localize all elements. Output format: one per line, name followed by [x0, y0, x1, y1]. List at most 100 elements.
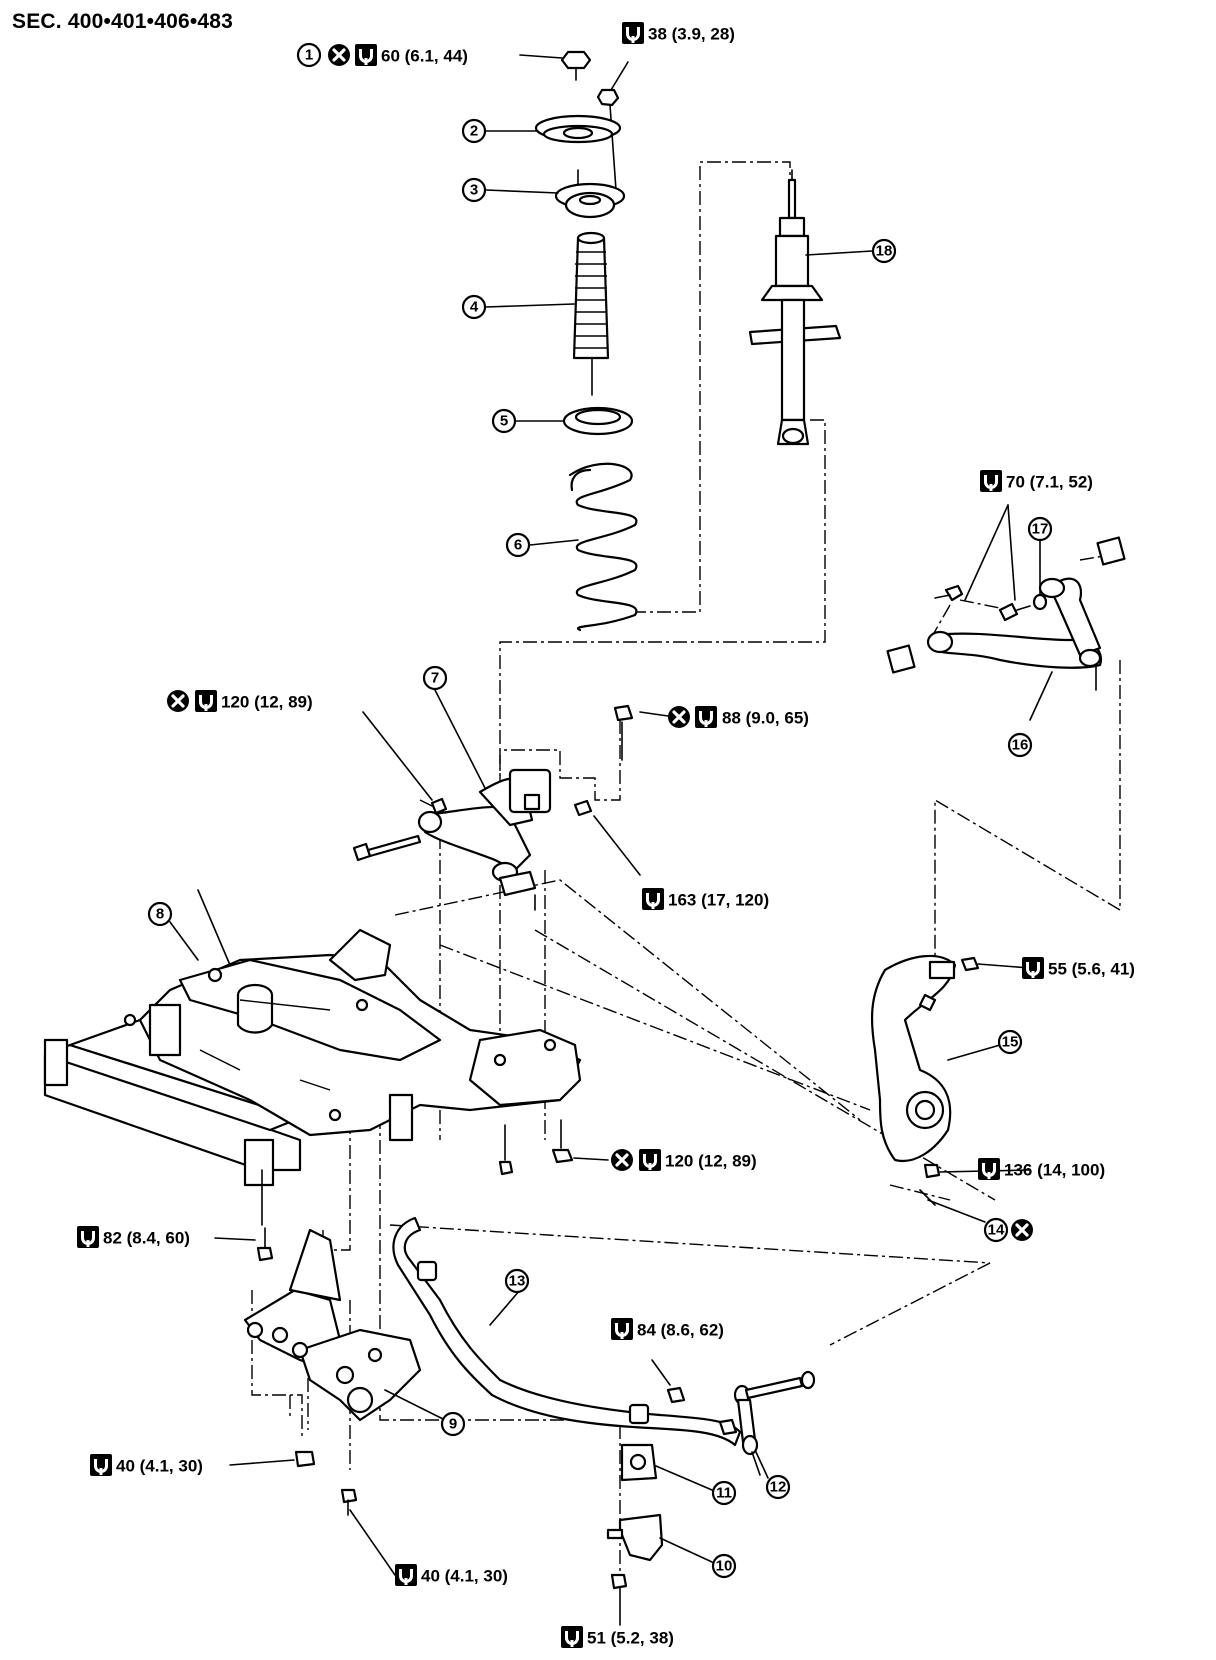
clamp-bolt — [610, 1573, 628, 1590]
torque-spec-7: 55 (5.6, 41) — [1022, 957, 1135, 979]
callout-11: 11 — [711, 1480, 737, 1506]
stabilizer-bar — [392, 1216, 742, 1447]
callout-13: 13 — [504, 1268, 530, 1294]
upper-link-bolt-left — [934, 584, 964, 602]
torque-wrench-icon — [1022, 957, 1044, 979]
torque-wrench-icon — [395, 1564, 417, 1586]
svg-text:1: 1 — [305, 47, 313, 64]
callout-8: 8 — [147, 901, 199, 961]
callout-10: 10 — [711, 1553, 737, 1579]
torque-spec-4: 88 (9.0, 65) — [666, 704, 809, 730]
bound-bumper — [572, 231, 610, 396]
torque-wrench-icon — [695, 706, 717, 728]
callout-7: 7 — [422, 665, 448, 691]
do-not-reuse-x-icon — [1009, 1217, 1035, 1243]
torque-wrench-icon — [355, 44, 377, 66]
torque-wrench-icon — [639, 1149, 661, 1171]
coil-spring — [568, 462, 638, 632]
torque-wrench-icon — [622, 22, 644, 44]
strut-mount-bearing — [554, 169, 626, 219]
torque-spec-2: 38 (3.9, 28) — [622, 22, 735, 44]
lower-link-bolt — [352, 834, 422, 862]
torque-spec-3: 120 (12, 89) — [165, 688, 313, 714]
do-not-reuse-x-icon — [326, 42, 352, 68]
member-nut-rear — [551, 1148, 574, 1164]
svg-text:17: 17 — [1032, 521, 1049, 538]
svg-text:8: 8 — [156, 906, 164, 923]
torque-wrench-icon — [77, 1226, 99, 1248]
svg-text:13: 13 — [509, 1273, 526, 1290]
do-not-reuse-x-icon — [666, 704, 692, 730]
svg-text:40 (4.1, 30): 40 (4.1, 30) — [116, 1457, 203, 1476]
torque-spec-10: 82 (8.4, 60) — [77, 1226, 190, 1248]
do-not-reuse-14 — [1009, 1217, 1035, 1243]
svg-text:15: 15 — [1002, 1034, 1019, 1051]
stay-bolt-right — [340, 1488, 358, 1516]
upper-spring-rubber-seat — [562, 406, 634, 436]
member-stay — [229, 1228, 446, 1576]
svg-text:18: 18 — [876, 243, 893, 260]
svg-text:120 (12, 89): 120 (12, 89) — [665, 1152, 757, 1171]
svg-text:14: 14 — [988, 1222, 1005, 1239]
torque-wrench-icon — [611, 1318, 633, 1340]
torque-spec-14: 51 (5.2, 38) — [561, 1626, 674, 1648]
do-not-reuse-x-icon — [609, 1147, 635, 1173]
bushing-nut — [613, 704, 634, 722]
torque-spec-1: 60 (6.1, 44) — [326, 42, 468, 68]
strut-mount-insulator — [534, 114, 622, 144]
transverse-link — [352, 689, 669, 911]
svg-text:6: 6 — [514, 537, 522, 554]
torque-spec-12: 40 (4.1, 30) — [90, 1454, 203, 1476]
callout-16: 16 — [1007, 732, 1033, 758]
svg-text:136 (14, 100): 136 (14, 100) — [1004, 1161, 1105, 1180]
member-bolt-front — [256, 1227, 274, 1262]
upper-link-bolt-right — [998, 602, 1031, 622]
torque-spec-6: 70 (7.1, 52) — [980, 470, 1093, 492]
do-not-reuse-x-icon — [165, 688, 191, 714]
callout-5: 5 — [491, 408, 565, 434]
svg-text:70 (7.1, 52): 70 (7.1, 52) — [1006, 473, 1093, 492]
svg-text:88 (9.0, 65): 88 (9.0, 65) — [722, 709, 809, 728]
svg-text:2: 2 — [470, 123, 478, 140]
lower-link-nut — [430, 797, 448, 815]
section-title: SEC. 400•401•406•483 — [12, 10, 234, 33]
callout-12: 12 — [755, 1451, 791, 1500]
callout-1: 1 — [296, 42, 322, 68]
callout-18: 18 — [805, 238, 897, 264]
svg-text:163 (17, 120): 163 (17, 120) — [668, 891, 769, 910]
torque-spec-8: 120 (12, 89) — [573, 1147, 757, 1173]
svg-text:40 (4.1, 30): 40 (4.1, 30) — [421, 1567, 508, 1586]
torque-wrench-icon — [561, 1626, 583, 1648]
stay-bolt-left — [294, 1450, 316, 1468]
torque-wrench-icon — [978, 1158, 1000, 1180]
stabilizer-connecting-rod — [651, 1359, 816, 1476]
callout-3: 3 — [461, 177, 559, 203]
shock-absorber — [748, 169, 842, 446]
torque-spec-13: 40 (4.1, 30) — [395, 1564, 508, 1586]
svg-text:60 (6.1, 44): 60 (6.1, 44) — [381, 47, 468, 66]
torque-wrench-icon — [980, 470, 1002, 492]
svg-text:9: 9 — [449, 1416, 457, 1433]
torque-spec-5: 163 (17, 120) — [642, 888, 769, 910]
callout-2: 2 — [461, 118, 539, 144]
callout-17: 17 — [1027, 516, 1053, 561]
svg-text:3: 3 — [470, 182, 478, 199]
rod-nut-upper — [666, 1386, 686, 1404]
svg-text:51 (5.2, 38): 51 (5.2, 38) — [587, 1629, 674, 1648]
torque-wrench-icon — [90, 1454, 112, 1476]
torque-wrench-icon — [642, 888, 664, 910]
knuckle-nut — [923, 1163, 941, 1179]
callout-14: 14 — [983, 1217, 1009, 1243]
callout-4: 4 — [461, 294, 575, 320]
svg-text:16: 16 — [1012, 737, 1029, 754]
svg-text:4: 4 — [470, 299, 479, 316]
svg-text:10: 10 — [716, 1558, 733, 1575]
svg-text:5: 5 — [500, 413, 508, 430]
washer — [1032, 593, 1048, 611]
svg-text:82 (8.4, 60): 82 (8.4, 60) — [103, 1229, 190, 1248]
mount-stud-nut — [596, 61, 629, 191]
upper-link — [886, 504, 1126, 721]
svg-text:11: 11 — [716, 1485, 732, 1502]
svg-text:12: 12 — [770, 1479, 787, 1496]
